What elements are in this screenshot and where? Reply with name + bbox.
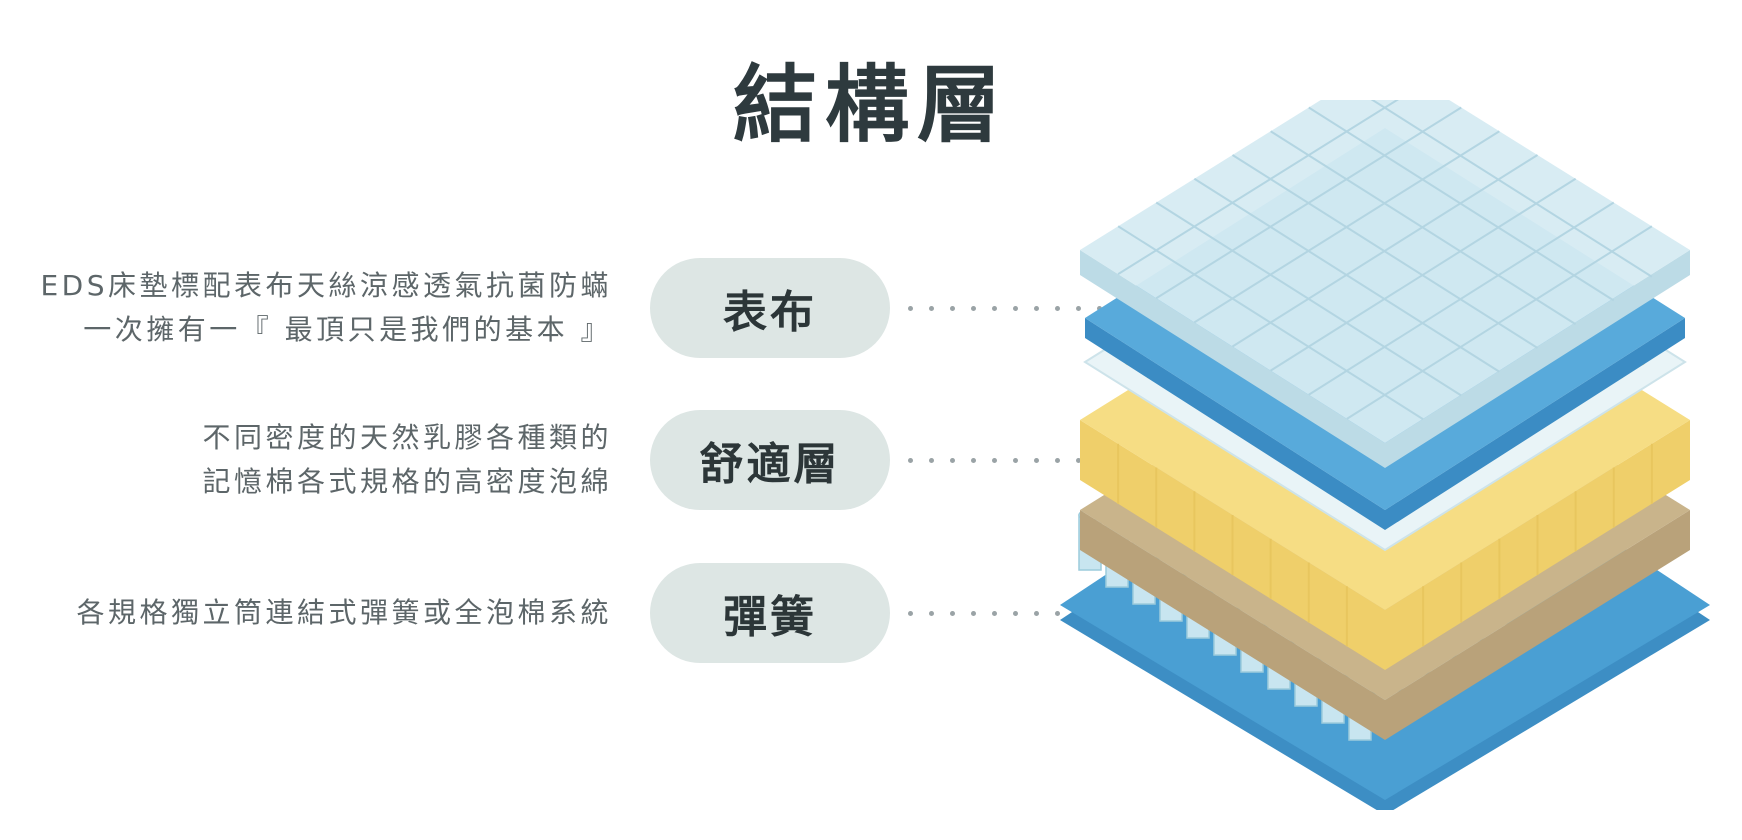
leader-dot xyxy=(929,611,934,616)
leader-dot xyxy=(950,458,955,463)
top-fabric xyxy=(1080,100,1690,468)
leader-dot xyxy=(1034,458,1039,463)
leader-dot xyxy=(929,306,934,311)
leader-dot xyxy=(950,306,955,311)
description-line: 各規格獨立筒連結式彈簧或全泡棉系統 xyxy=(76,596,612,629)
mattress-layers-illustration xyxy=(1060,100,1710,810)
leader-dot xyxy=(1076,306,1081,311)
leader-dot xyxy=(992,306,997,311)
leader-dot xyxy=(1097,306,1102,311)
layer-description: 不同密度的天然乳膠各種類的 記憶棉各式規格的高密度泡綿 xyxy=(202,410,612,510)
leader-dot xyxy=(1013,611,1018,616)
page-title: 結構層 xyxy=(732,56,1009,154)
description-line: 不同密度的天然乳膠各種類的 xyxy=(202,421,612,454)
leader-dot xyxy=(1034,306,1039,311)
leader-dot xyxy=(908,458,913,463)
leader-dot xyxy=(1055,611,1060,616)
leader-dot xyxy=(1055,458,1060,463)
leader-dot xyxy=(992,611,997,616)
layer-label-comfort: 舒適層 xyxy=(650,410,890,510)
leader-dot xyxy=(992,458,997,463)
leader-dot xyxy=(1076,458,1081,463)
leader-dot xyxy=(1013,306,1018,311)
leader-dot xyxy=(1034,611,1039,616)
layer-row-comfort: 不同密度的天然乳膠各種類的 記憶棉各式規格的高密度泡綿 舒適層 xyxy=(0,410,1742,510)
layer-label-fabric: 表布 xyxy=(650,258,890,358)
leader-dot xyxy=(908,611,913,616)
description-line: 記憶棉各式規格的高密度泡綿 xyxy=(202,465,612,498)
description-line: EDS床墊標配表布天絲涼感透氣抗菌防蟎 xyxy=(40,269,612,302)
leader-dot xyxy=(1013,458,1018,463)
leader-dot xyxy=(971,306,976,311)
leader-dot xyxy=(1055,306,1060,311)
layer-label-springs: 彈簧 xyxy=(650,563,890,663)
leader-dot xyxy=(950,611,955,616)
layer-description: EDS床墊標配表布天絲涼感透氣抗菌防蟎 一次擁有一『 最頂只是我們的基本 』 xyxy=(40,258,612,358)
leader-dot xyxy=(971,611,976,616)
layer-row-fabric: EDS床墊標配表布天絲涼感透氣抗菌防蟎 一次擁有一『 最頂只是我們的基本 』 表… xyxy=(0,258,1742,358)
leader-dot xyxy=(908,306,913,311)
leader-dots xyxy=(908,306,1138,312)
layer-row-springs: 各規格獨立筒連結式彈簧或全泡棉系統 彈簧 xyxy=(0,563,1742,663)
leader-dot xyxy=(971,458,976,463)
leader-dot xyxy=(929,458,934,463)
description-line: 一次擁有一『 最頂只是我們的基本 』 xyxy=(83,313,612,346)
layer-description: 各規格獨立筒連結式彈簧或全泡棉系統 xyxy=(76,563,612,663)
